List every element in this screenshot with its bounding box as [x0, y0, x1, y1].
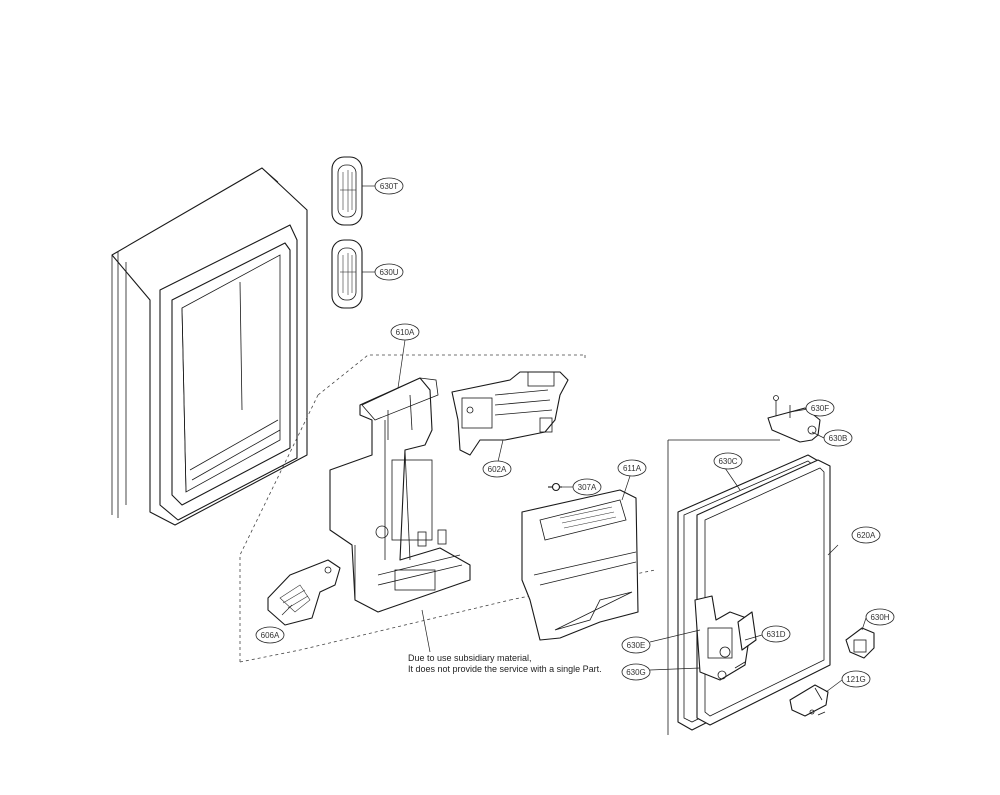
- callout-630b: 630B: [823, 429, 853, 447]
- screw-307a: [548, 482, 574, 492]
- callout-630g: 630G: [621, 663, 651, 681]
- callout-label: 606A: [261, 631, 280, 640]
- callout-620a: 620A: [851, 526, 881, 544]
- callout-630t: 630T: [374, 177, 404, 195]
- callout-label: 630U: [379, 268, 398, 277]
- callout-307a: 307A: [572, 478, 602, 496]
- dispenser-housing-610a: [329, 377, 471, 613]
- motor-assembly-602a: [451, 371, 569, 456]
- hinge-cap-630t: [331, 156, 363, 226]
- cover-611a: [521, 489, 639, 641]
- door-liner-frame: [111, 167, 308, 526]
- service-note: Due to use subsidiary material, It does …: [408, 653, 602, 674]
- callout-611a: 611A: [617, 459, 647, 477]
- callout-631d: 631D: [761, 625, 791, 643]
- leader-lines: [281, 185, 867, 693]
- callout-label: 630E: [627, 641, 646, 650]
- callout-606a: 606A: [255, 626, 285, 644]
- callout-630h: 630H: [865, 608, 895, 626]
- hinge-plate-121g: [789, 684, 829, 717]
- callout-label: 611A: [623, 464, 642, 473]
- hinge-630h: [845, 627, 875, 659]
- callout-label: 631D: [766, 630, 785, 639]
- callout-label: 630C: [718, 457, 737, 466]
- callout-label: 630T: [380, 182, 398, 191]
- callout-label: 630B: [829, 434, 848, 443]
- callout-121g: 121G: [841, 670, 871, 688]
- callout-label: 620A: [857, 531, 876, 540]
- callout-630c: 630C: [713, 452, 743, 470]
- callout-610a: 610A: [390, 323, 420, 341]
- callout-label: 630H: [870, 613, 889, 622]
- callout-630f: 630F: [805, 399, 835, 417]
- door-group-boundary: [667, 439, 780, 735]
- callout-630u: 630U: [374, 263, 404, 281]
- hinge-cap-630u: [331, 239, 363, 309]
- callout-602a: 602A: [482, 460, 512, 478]
- callout-630e: 630E: [621, 636, 651, 654]
- bracket-606a: [267, 559, 341, 626]
- callout-label: 121G: [846, 675, 866, 684]
- lever-assembly-631d: [694, 595, 757, 681]
- note-line-1: Due to use subsidiary material,: [408, 653, 532, 663]
- callout-label: 602A: [488, 465, 507, 474]
- callout-label: 630G: [626, 668, 646, 677]
- note-line-2: It does not provide the service with a s…: [408, 664, 602, 674]
- callout-label: 307A: [578, 483, 597, 492]
- callout-label: 630F: [811, 404, 829, 413]
- callout-label: 610A: [396, 328, 415, 337]
